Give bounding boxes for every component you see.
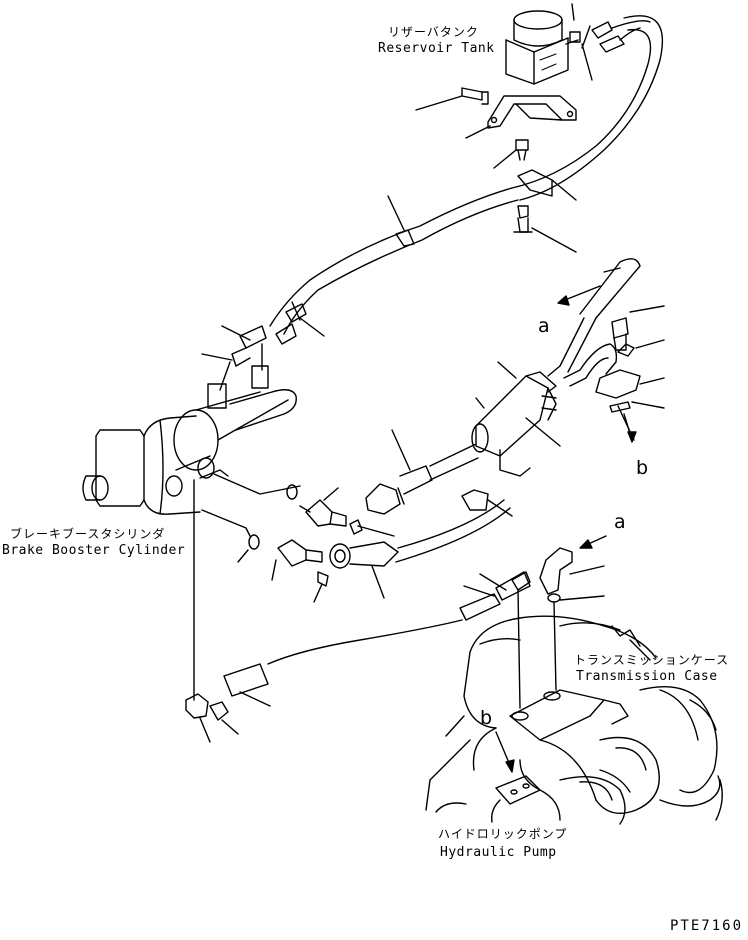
transmission-case-label-jp: トランスミッションケース bbox=[574, 653, 729, 667]
middle-hose bbox=[365, 429, 479, 515]
brake-booster-label-en: Brake Booster Cylinder bbox=[2, 543, 185, 558]
hose-clip bbox=[461, 489, 513, 517]
drawing-code: PTE7160 bbox=[670, 918, 743, 934]
brake-booster-cylinder bbox=[82, 389, 297, 515]
transmission-case-label-en: Transmission Case bbox=[576, 669, 718, 684]
hydraulic-pump bbox=[435, 769, 631, 825]
tank-bracket bbox=[487, 95, 577, 129]
callout-a-top: a bbox=[538, 315, 550, 337]
right-pipe-a bbox=[547, 258, 641, 377]
booster-elbow-upper bbox=[299, 487, 395, 537]
callout-b-right: b bbox=[636, 457, 648, 479]
booster-upper-fittings bbox=[201, 301, 325, 409]
clamp-bolt bbox=[493, 139, 529, 169]
callout-arrow-a-lower bbox=[579, 535, 607, 549]
callout-arrow-b-lower bbox=[495, 731, 515, 773]
lower-left-fitting bbox=[185, 693, 239, 743]
transmission-case bbox=[425, 615, 723, 821]
hose-clamp bbox=[517, 169, 577, 201]
reservoir-tank-label-jp: リザーバタンク bbox=[388, 25, 479, 39]
hydraulic-pump-label-jp: ハイドロリックポンプ bbox=[438, 827, 567, 841]
callout-arrow-b-right bbox=[623, 413, 637, 443]
callout-arrow-a-top bbox=[557, 285, 601, 306]
callout-b-lower: b bbox=[480, 707, 492, 729]
booster-leaders bbox=[193, 473, 301, 701]
transmission-line bbox=[223, 571, 531, 707]
bracket-bolt bbox=[415, 87, 491, 139]
lower-elbow-fitting bbox=[511, 547, 605, 709]
reservoir-tank-label-en: Reservoir Tank bbox=[378, 41, 495, 56]
booster-lower-hose bbox=[329, 499, 511, 599]
right-pipe-banjo bbox=[563, 305, 665, 441]
center-valve bbox=[471, 361, 561, 477]
clamp-bolt-lower bbox=[513, 205, 577, 253]
reservoir-tank bbox=[505, 3, 593, 85]
tank-outlet-hoses bbox=[581, 20, 651, 53]
booster-elbow-lower bbox=[271, 539, 329, 603]
supply-hose bbox=[269, 187, 519, 335]
callout-a-lower: a bbox=[614, 511, 626, 533]
hydraulic-pump-label-en: Hydraulic Pump bbox=[440, 845, 557, 860]
brake-booster-label-jp: ブレーキブースタシリンダ bbox=[10, 526, 165, 541]
return-hose bbox=[511, 15, 664, 201]
